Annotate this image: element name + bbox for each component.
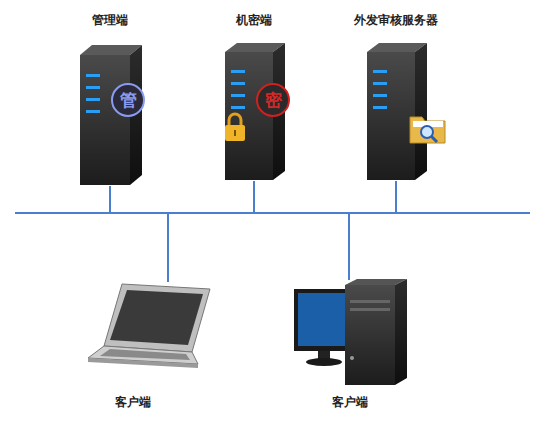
network-link [110, 186, 349, 280]
server-icon [225, 43, 289, 180]
network-link [168, 181, 396, 282]
network-link [110, 181, 254, 213]
network-link [110, 186, 168, 282]
node-label: 客户端 [73, 394, 193, 410]
client-node: 客户端 [290, 280, 410, 412]
laptop-icon [88, 284, 210, 368]
network-link [254, 181, 396, 213]
network-link [168, 213, 349, 282]
network-bus [15, 212, 530, 214]
server-node: 管理端管 [69, 8, 151, 186]
desktop-icon [294, 279, 407, 385]
node-label: 管理端 [69, 12, 151, 28]
network-link [349, 181, 396, 280]
node-label: 外发审核服务器 [346, 12, 446, 28]
server-icon [367, 43, 445, 180]
node-label: 客户端 [290, 394, 410, 410]
network-link [110, 181, 396, 213]
server-node: 外发审核服务器 [346, 8, 446, 181]
icon-glyph: 密 [258, 88, 288, 112]
server-icon [80, 45, 144, 185]
network-link [168, 181, 254, 282]
server-node: 机密端密 [213, 8, 295, 181]
node-label: 机密端 [213, 12, 295, 28]
network-link [254, 181, 349, 280]
icon-glyph: 管 [113, 88, 143, 112]
client-node: 客户端 [78, 282, 198, 412]
